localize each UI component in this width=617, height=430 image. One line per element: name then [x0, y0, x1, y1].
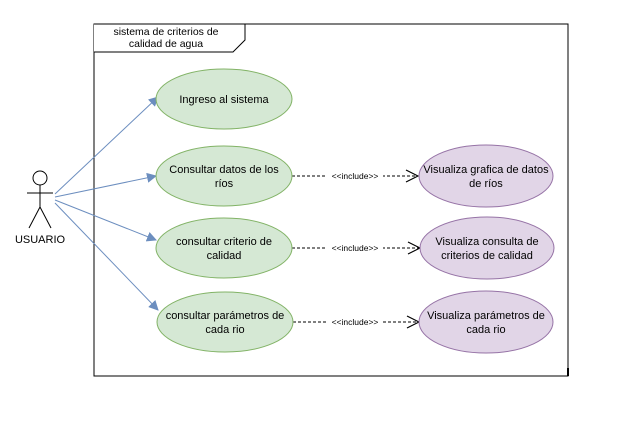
included-case-visualiza-consulta[interactable]: Visualiza consulta de criterios de calid…: [419, 216, 555, 280]
system-title-tab: [94, 23, 246, 53]
association-uc4: [54, 202, 159, 311]
use-case-consultar-criterio-line-2: calidad: [207, 250, 242, 262]
include-label-1: <<include>>: [332, 171, 379, 181]
included-case-visualiza-consulta-line-1: Visualiza consulta de: [435, 236, 538, 248]
stick-figure-actor-icon: [27, 170, 53, 229]
system-title-line-1: sistema de criterios de: [113, 26, 218, 38]
use-case-consultar-datos-line-2: ríos: [215, 178, 234, 190]
association-uc3: [54, 199, 157, 242]
use-case-consultar-datos-line-1: Consultar datos de los: [169, 164, 279, 176]
use-case-consultar-parametros-line-1: consultar parámetros de: [166, 310, 285, 322]
include-label-bg-3: [327, 315, 383, 328]
use-case-ingreso-label: Ingreso al sistema: [179, 94, 269, 106]
use-case-ingreso[interactable]: Ingreso al sistema: [155, 68, 293, 130]
use-case-consultar-criterio-line-1: consultar criterio de: [176, 236, 272, 248]
system-title-line-2: calidad de agua: [129, 38, 203, 50]
include-label-bg-1: [327, 169, 383, 182]
use-case-consultar-datos[interactable]: Consultar datos de los ríos: [155, 145, 293, 207]
include-dependencies: <<include>> <<include>> <<include>>: [292, 169, 420, 328]
associations: [54, 96, 159, 311]
included-case-visualiza-grafica[interactable]: Visualiza grafica de datos de ríos: [418, 144, 554, 208]
association-uc1: [54, 96, 159, 195]
included-case-visualiza-parametros-line-2: cada rio: [466, 324, 505, 336]
included-case-visualiza-parametros-line-1: Visualiza parámetros de: [427, 310, 545, 322]
include-label-bg-2: [327, 241, 383, 254]
included-case-visualiza-consulta-line-2: criterios de calidad: [441, 250, 533, 262]
actor-usuario[interactable]: USUARIO: [15, 170, 66, 246]
included-case-visualiza-parametros[interactable]: Visualiza parámetros de cada rio: [418, 290, 554, 354]
system-boundary-rect: [93, 23, 569, 377]
use-case-consultar-parametros[interactable]: consultar parámetros de cada rio: [156, 291, 294, 353]
association-uc2: [54, 172, 157, 198]
include-label-3: <<include>>: [332, 317, 379, 327]
included-case-visualiza-grafica-line-1: Visualiza grafica de datos: [423, 164, 549, 176]
include-label-2: <<include>>: [332, 243, 379, 253]
included-case-visualiza-grafica-line-2: de ríos: [469, 178, 503, 190]
use-case-consultar-criterio[interactable]: consultar criterio de calidad: [155, 217, 293, 279]
system-boundary: sistema de criterios de calidad de agua: [93, 23, 569, 377]
use-case-consultar-parametros-line-2: cada rio: [205, 324, 244, 336]
actor-label: USUARIO: [15, 234, 66, 246]
